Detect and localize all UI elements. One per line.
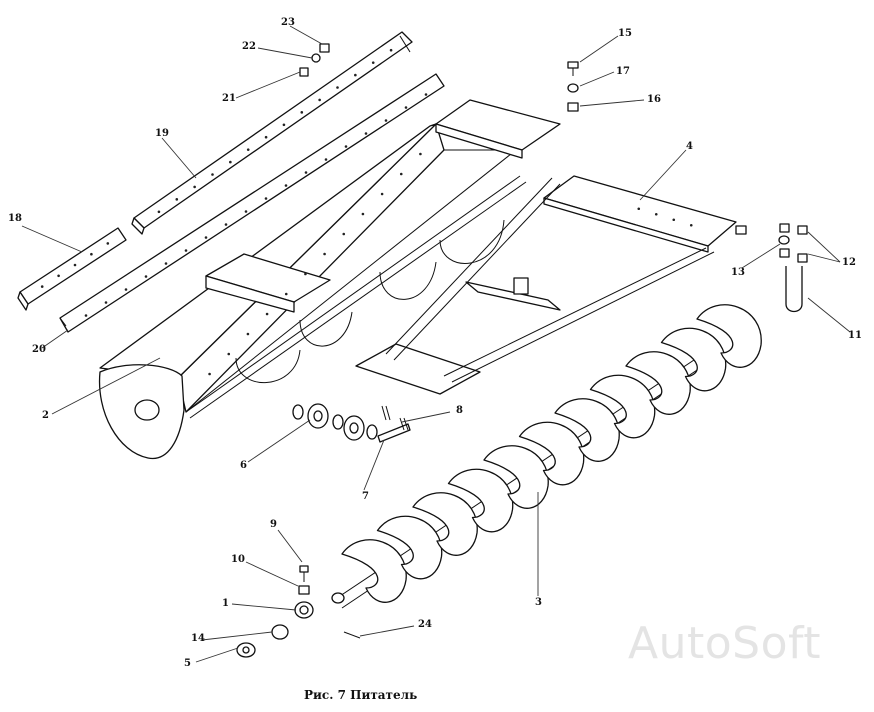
pin-7 xyxy=(377,423,411,443)
callout-9: 9 xyxy=(270,519,277,530)
auger-flight xyxy=(660,327,727,392)
trough-2 xyxy=(98,99,561,460)
figure-caption: Рис. 7 Питатель xyxy=(304,688,418,702)
auger-flight xyxy=(447,468,514,533)
u-bolt-11-nuts xyxy=(778,223,808,313)
callout-11: 11 xyxy=(848,330,862,341)
auger-flight xyxy=(554,398,620,462)
auger-flight xyxy=(589,374,656,439)
callout-5: 5 xyxy=(184,658,191,669)
frame-4 xyxy=(355,175,747,395)
auger-flight xyxy=(341,539,407,603)
callout-15: 15 xyxy=(618,28,632,39)
auger-flight xyxy=(518,421,585,486)
auger-flight xyxy=(376,515,443,580)
callout-24: 24 xyxy=(418,619,432,630)
callout-8: 8 xyxy=(456,405,463,416)
callout-16: 16 xyxy=(647,94,661,105)
fasteners-lower xyxy=(236,565,314,658)
strip-19 xyxy=(131,31,413,235)
callout-6: 6 xyxy=(240,460,247,471)
auger-flight xyxy=(412,492,478,556)
strip-20 xyxy=(59,73,445,333)
callout-7: 7 xyxy=(362,491,369,502)
callout-23: 23 xyxy=(281,17,295,28)
callout-17: 17 xyxy=(616,66,630,77)
fasteners-21-22-23 xyxy=(299,43,330,77)
watermark: AutoSoft xyxy=(628,618,821,669)
callout-22: 22 xyxy=(242,41,256,52)
callout-18: 18 xyxy=(8,213,22,224)
callout-21: 21 xyxy=(222,93,236,104)
callout-1: 1 xyxy=(222,598,229,609)
strip-18 xyxy=(17,227,127,311)
auger-flight xyxy=(625,351,691,415)
pin-24 xyxy=(343,631,361,639)
callout-4: 4 xyxy=(686,141,693,152)
callout-3: 3 xyxy=(535,597,542,608)
callout-2: 2 xyxy=(42,410,49,421)
callout-20: 20 xyxy=(32,344,46,355)
fasteners-15-16-17 xyxy=(567,61,579,112)
auger-3 xyxy=(331,304,762,609)
auger-flight xyxy=(483,445,549,509)
leader-lines xyxy=(21,25,851,663)
cotter-pins-8 xyxy=(381,405,409,431)
callout-12: 12 xyxy=(842,257,856,268)
callout-10: 10 xyxy=(231,554,245,565)
bearing-6 xyxy=(292,403,378,441)
callout-19: 19 xyxy=(155,128,169,139)
callout-13: 13 xyxy=(731,267,745,278)
auger-flight xyxy=(696,304,762,368)
callout-14: 14 xyxy=(191,633,205,644)
